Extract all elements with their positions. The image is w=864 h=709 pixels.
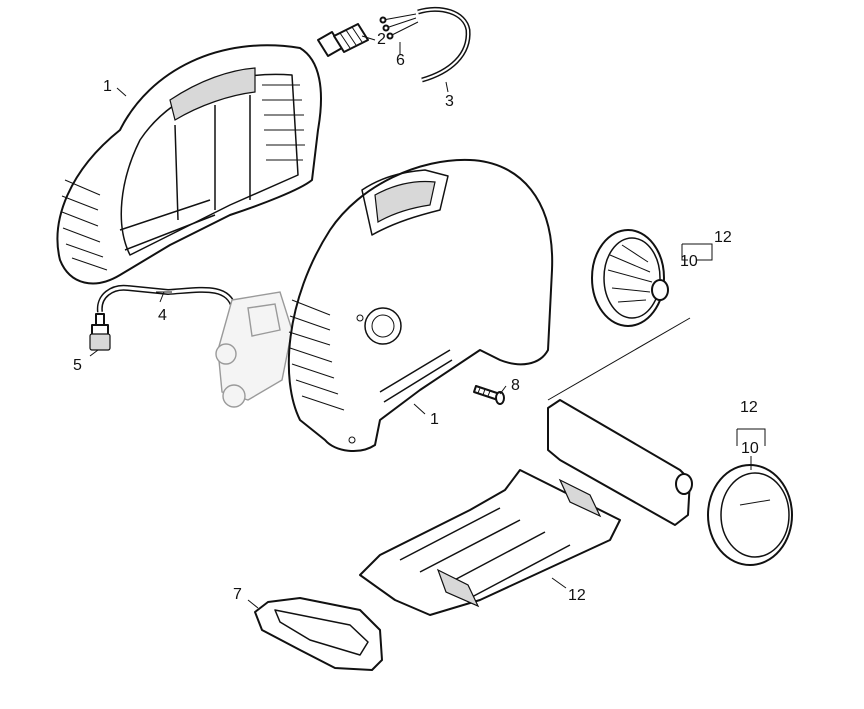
callout-8: 8 <box>511 377 520 394</box>
base-frame-part-12 <box>359 399 693 616</box>
wheel-cap-part-10 <box>707 464 793 566</box>
rear-housing-shell <box>56 44 322 285</box>
leader-lines <box>89 35 766 609</box>
callout-6: 6 <box>396 52 405 69</box>
callout-2: 2 <box>377 31 386 48</box>
part-5-nozzle <box>89 313 111 351</box>
callout-1-upper: 1 <box>103 78 112 95</box>
callout-3: 3 <box>445 93 454 110</box>
callout-12-hub: 12 <box>714 229 732 246</box>
callout-12-cap: 12 <box>740 399 758 416</box>
callout-10-cap: 10 <box>741 440 759 457</box>
part-7-handle <box>254 597 383 671</box>
part-3-cable <box>417 6 471 83</box>
part-6-wires <box>379 13 419 40</box>
callout-1-lower: 1 <box>430 411 439 428</box>
front-housing-shell <box>287 158 554 452</box>
pump-unit-ghost <box>215 291 293 408</box>
callout-5: 5 <box>73 357 82 374</box>
callout-7: 7 <box>233 586 242 603</box>
callout-4: 4 <box>158 307 167 324</box>
wheel-hub-part-10 <box>591 229 669 327</box>
callout-12-base: 12 <box>568 587 586 604</box>
part-2-fitting <box>317 23 369 57</box>
callout-10-hub: 10 <box>680 253 698 270</box>
part-8-screw <box>473 385 505 405</box>
callout-labels: 1 2 6 3 4 5 8 1 12 10 12 10 12 7 <box>73 31 759 604</box>
